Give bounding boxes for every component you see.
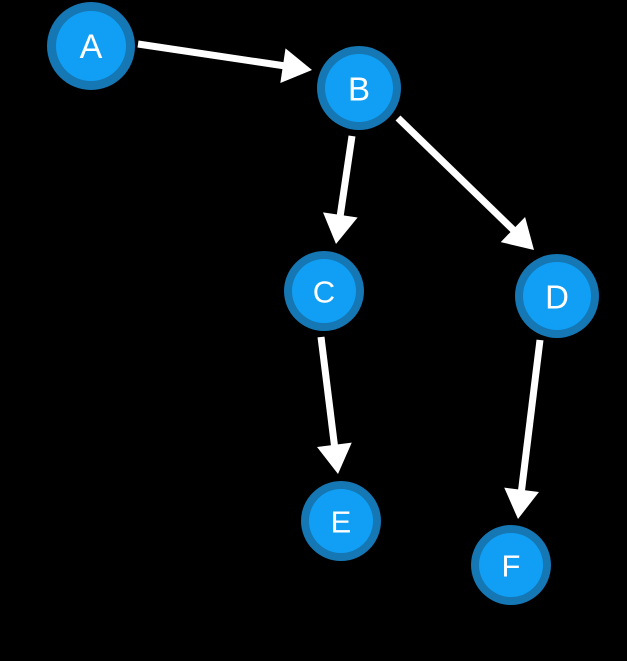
node-core (292, 259, 356, 323)
edge-arrowhead (500, 216, 534, 250)
graph-node-d[interactable]: D (515, 254, 599, 338)
node-core (479, 533, 543, 597)
graph-node-b[interactable]: B (317, 46, 401, 130)
graph-node-a[interactable]: A (47, 2, 135, 90)
edge-a-to-b[interactable] (137, 40, 312, 83)
edge-shaft (335, 135, 356, 224)
edge-arrowhead (280, 48, 312, 83)
edge-shaft (517, 339, 544, 499)
node-core (309, 489, 373, 553)
edge-shaft (317, 336, 339, 454)
nodes-layer: A B C D E F (47, 2, 599, 605)
edges-layer (137, 40, 544, 519)
edge-b-to-c[interactable] (323, 135, 358, 244)
graph-node-f[interactable]: F (471, 525, 551, 605)
edge-d-to-f[interactable] (504, 339, 544, 519)
edge-c-to-e[interactable] (317, 336, 352, 474)
edge-b-to-d[interactable] (395, 115, 534, 250)
edge-shaft (395, 115, 522, 238)
graph-node-c[interactable]: C (284, 251, 364, 331)
edge-arrowhead (317, 442, 352, 474)
node-core (56, 11, 126, 81)
node-core (325, 54, 393, 122)
graph-node-e[interactable]: E (301, 481, 381, 561)
node-core (523, 262, 591, 330)
edge-shaft (137, 40, 292, 71)
edge-arrowhead (323, 212, 358, 244)
edge-arrowhead (504, 487, 539, 519)
